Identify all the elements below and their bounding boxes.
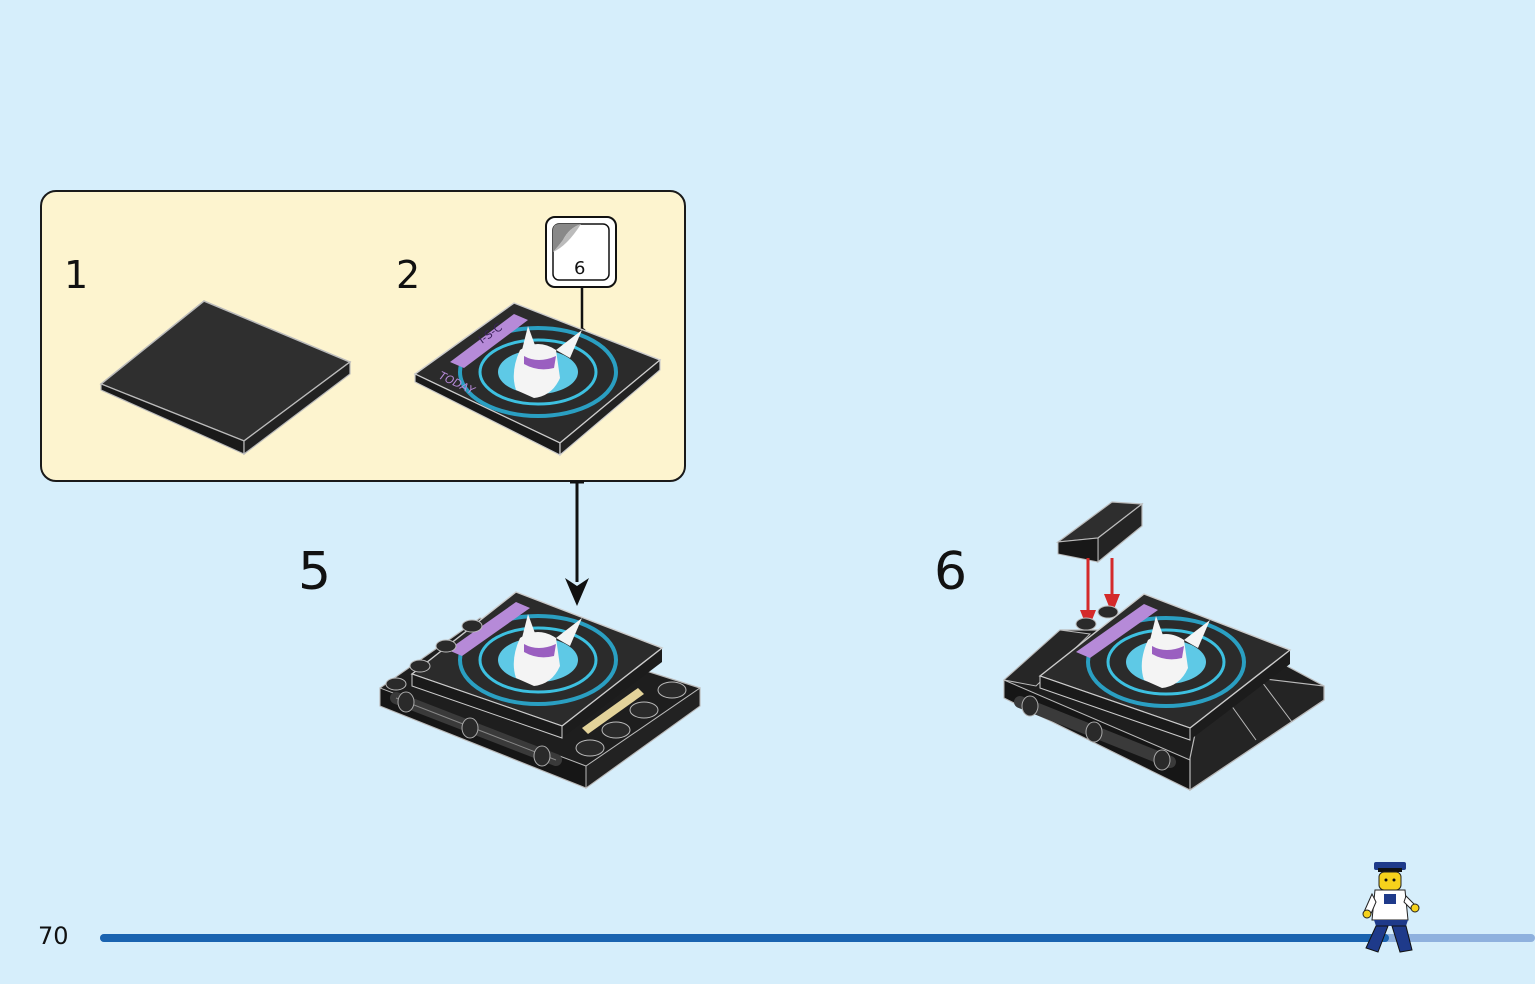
down-arrow-icon bbox=[565, 480, 589, 606]
step-number-5: 5 bbox=[298, 542, 332, 602]
step-6-model-icon bbox=[1002, 593, 1325, 792]
sticker-icon bbox=[552, 223, 610, 281]
sticker-callout: 6 bbox=[545, 216, 617, 288]
page-number: 70 bbox=[38, 922, 69, 950]
slope-brick-icon bbox=[1055, 501, 1144, 564]
policeman-minifigure-icon bbox=[1362, 862, 1420, 953]
substep-number-2: 2 bbox=[396, 253, 421, 297]
sticker-number: 6 bbox=[574, 258, 586, 279]
step-5-model-icon bbox=[379, 591, 701, 789]
progress-fill bbox=[100, 934, 1389, 942]
printed-tile-icon: I-S-C TODAY bbox=[413, 302, 662, 457]
step-number-6: 6 bbox=[934, 542, 968, 602]
substep-number-1: 1 bbox=[64, 253, 89, 297]
black-tile-icon bbox=[99, 300, 352, 456]
